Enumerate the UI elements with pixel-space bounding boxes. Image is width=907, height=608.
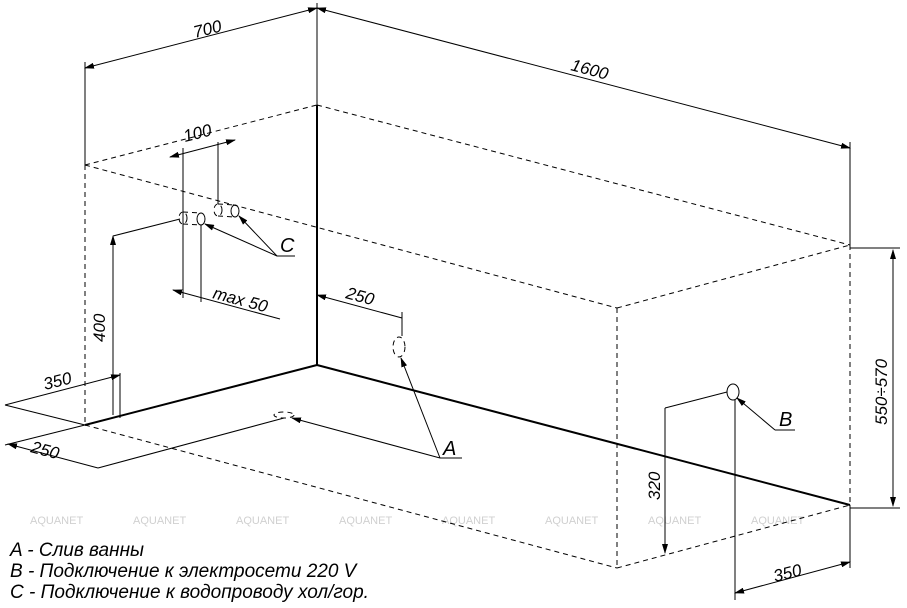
dimension-height: 550÷570 — [850, 247, 900, 509]
svg-text:250: 250 — [343, 283, 377, 309]
svg-text:AQUANET: AQUANET — [545, 515, 598, 527]
svg-text:320: 320 — [645, 471, 664, 500]
svg-text:700: 700 — [191, 16, 224, 41]
drain: 250 A — [273, 283, 462, 460]
legend-item-c: C - Подключение к водопроводу хол/гор. — [10, 582, 369, 603]
svg-text:250: 250 — [28, 437, 62, 463]
svg-text:AQUANET: AQUANET — [339, 515, 392, 527]
svg-text:AQUANET: AQUANET — [30, 515, 83, 527]
svg-text:C: C — [280, 235, 295, 257]
water-pipes: 100 max 50 C — [169, 120, 295, 320]
legend-item-a: A - Слив ванны — [10, 540, 145, 561]
svg-text:350: 350 — [771, 560, 804, 585]
dimension-pipe-height: 400 — [90, 218, 181, 415]
svg-text:AQUANET: AQUANET — [751, 515, 804, 527]
svg-text:AQUANET: AQUANET — [442, 515, 495, 527]
svg-text:AQUANET: AQUANET — [133, 515, 186, 527]
svg-text:100: 100 — [181, 120, 214, 145]
svg-text:AQUANET: AQUANET — [648, 515, 701, 527]
watermark-row: AQUANET AQUANET AQUANET AQUANET AQUANET … — [30, 515, 804, 527]
svg-text:AQUANET: AQUANET — [236, 515, 289, 527]
legend-item-b: B - Подключение к электросети 220 V — [10, 561, 357, 582]
legend: A - Слив ванны B - Подключение к электро… — [10, 540, 369, 603]
svg-text:400: 400 — [90, 313, 109, 342]
electric-socket: 320 B 350 — [645, 383, 851, 600]
svg-text:A: A — [442, 438, 456, 460]
svg-text:350: 350 — [41, 368, 74, 393]
svg-text:max 50: max 50 — [211, 284, 270, 317]
svg-text:B: B — [779, 409, 792, 431]
dimension-left: 350 250 — [4, 368, 285, 469]
svg-text:550÷570: 550÷570 — [872, 358, 891, 425]
